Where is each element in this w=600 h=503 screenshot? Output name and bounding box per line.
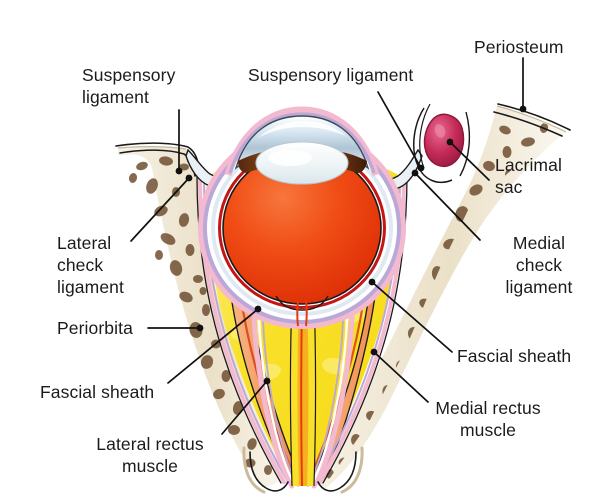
label-lateral-rectus-muscle: Lateral rectus muscle: [96, 434, 204, 476]
label-lacrimal-sac: Lacrimal sac: [495, 155, 562, 197]
optic-nerve-head-join: [275, 295, 329, 327]
orbital-apex-folds: [242, 446, 364, 494]
lacrimal-sac: [412, 103, 471, 184]
label-fascial-sheath-right: Fascial sheath: [457, 346, 572, 366]
label-medial-rectus-muscle: Medial rectus muscle: [435, 398, 541, 440]
label-periosteum: Periosteum: [474, 37, 564, 57]
optic-nerve: [289, 295, 317, 487]
leader-fascial-sheath-right: [371, 281, 453, 353]
leader-lateral-rectus-muscle: [221, 380, 268, 435]
leader-medial-rectus-muscle: [373, 351, 429, 403]
leader-fascial-sheath-left: [167, 308, 259, 384]
leader-suspensory-ligament-right: [377, 91, 422, 169]
label-suspensory-ligament-left: Suspensory ligament: [82, 65, 176, 107]
leader-medial-check-ligament: [414, 172, 481, 241]
label-lateral-check-ligament: Lateral check ligament: [57, 233, 124, 297]
leader-dots: [175, 105, 527, 385]
label-medial-check-ligament: Medial check ligament: [505, 233, 573, 297]
label-suspensory-ligament-right: Suspensory ligament: [248, 65, 414, 85]
leader-lines: [130, 57, 524, 435]
leader-lacrimal-sac: [449, 141, 490, 181]
anterior-segment: [224, 106, 380, 185]
label-periorbita: Periorbita: [57, 318, 133, 338]
label-fascial-sheath-left: Fascial sheath: [40, 382, 155, 402]
leader-lateral-check-ligament: [130, 177, 190, 242]
